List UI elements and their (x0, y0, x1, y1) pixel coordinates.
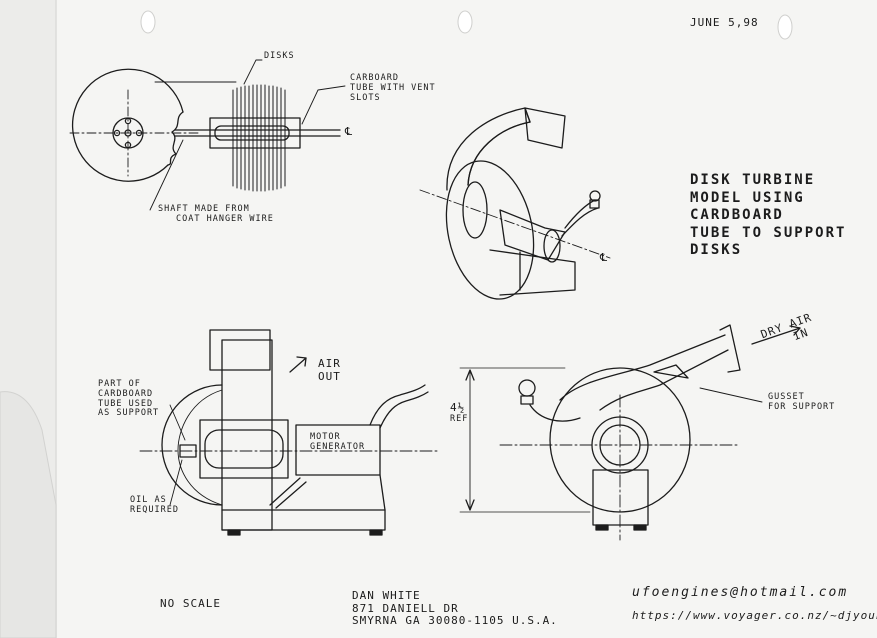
label-air-out: AIR OUT (318, 357, 341, 383)
part-line-3: TUBE USED (98, 398, 154, 409)
centerline-mark-iso: ℄ (600, 251, 609, 264)
air-line-1: AIR (318, 357, 341, 370)
air-line-2: OUT (318, 369, 341, 383)
tube-line-1: CARBOARD (350, 73, 399, 83)
label-oil: OIL AS REQUIRED (130, 495, 179, 516)
side-elevation-drawing (139, 329, 441, 536)
isometric-turbine-drawing (419, 107, 611, 300)
motor-line-2: GENERATOR (310, 441, 366, 452)
punch-hole-3 (777, 14, 793, 40)
punch-hole-2 (457, 10, 473, 34)
title-line-1: DISK TURBINE (690, 172, 816, 188)
tube-line-3: SLOTS (350, 92, 381, 103)
label-gusset: GUSSET FOR SUPPORT (768, 392, 836, 413)
part-line-1: PART OF (98, 379, 141, 389)
front-elevation-drawing (459, 324, 801, 541)
shaft-line-2: COAT HANGER WIRE (176, 213, 274, 224)
label-disks: DISKS (264, 51, 295, 61)
drawing-title: DISK TURBINE MODEL USING CARDBOARD TUBE … (690, 172, 846, 260)
dimension-value: 4½ (450, 401, 466, 414)
contact-email: ufoengines@hotmail.com (632, 585, 849, 600)
author-block: DAN WHITE 871 DANIELL DR SMYRNA GA 30080… (352, 589, 558, 628)
title-line-5: DISKS (690, 242, 743, 258)
label-cardboard-tube: CARBOARD TUBE WITH VENT SLOTS (350, 73, 436, 103)
author-city: SMYRNA GA 30080-1105 U.S.A. (352, 614, 558, 628)
centerline-mark-top: ℄ (345, 125, 354, 138)
punch-hole-1 (140, 10, 156, 34)
label-part-of-tube: PART OF CARDBOARD TUBE USED AS SUPPORT (98, 379, 160, 419)
gusset-line-2: FOR SUPPORT (768, 401, 836, 412)
date-label: JUNE 5,98 (690, 16, 759, 29)
label-shaft: SHAFT MADE FROM COAT HANGER WIRE (158, 204, 274, 225)
label-dimension: 4½ REF (450, 401, 469, 424)
gusset-line-1: GUSSET (768, 392, 805, 402)
part-line-2: CARDBOARD (98, 388, 154, 399)
title-line-2: MODEL USING (690, 189, 805, 206)
title-line-3: CARDBOARD (690, 207, 784, 223)
tube-line-2: TUBE WITH VENT (350, 82, 436, 93)
contact-url: https://www.voyager.co.nz/~djyoung (632, 609, 877, 622)
label-motor-generator: MOTOR GENERATOR (310, 432, 366, 453)
dimension-unit: REF (450, 413, 469, 424)
author-street: 871 DANIELL DR (352, 601, 459, 615)
title-line-4: TUBE TO SUPPORT (690, 224, 847, 241)
motor-line-1: MOTOR (310, 432, 341, 442)
part-line-4: AS SUPPORT (98, 408, 160, 419)
shaft-line-1: SHAFT MADE FROM (158, 204, 250, 214)
author-name: DAN WHITE (352, 589, 421, 602)
disk-assembly-drawing (69, 59, 346, 211)
oil-line-2: REQUIRED (130, 504, 179, 515)
oil-line-1: OIL AS (130, 495, 167, 505)
no-scale-note: NO SCALE (160, 597, 221, 610)
